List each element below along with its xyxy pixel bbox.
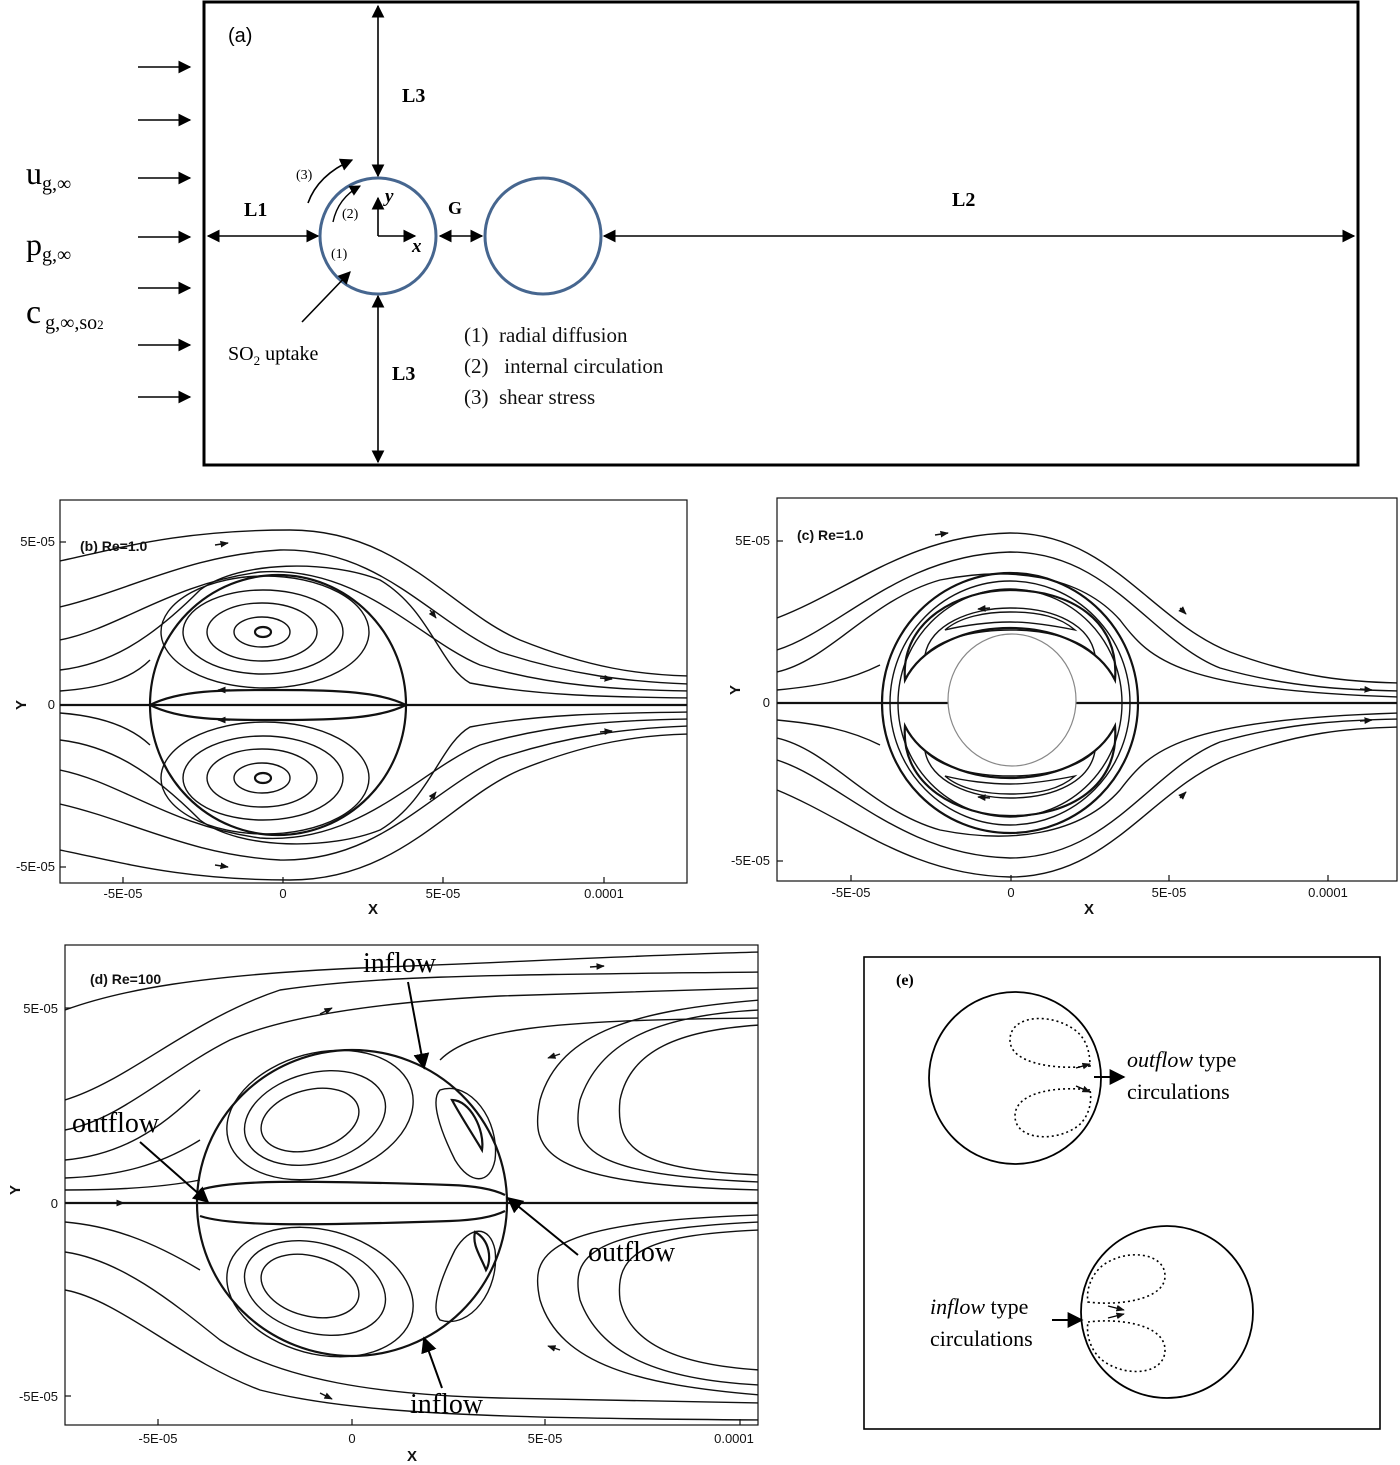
panel-c-xtick: 0.0001 [1308, 885, 1348, 900]
outflow-small-arrow-top [1075, 1062, 1091, 1070]
panel-c-ylabel: Y [727, 685, 744, 695]
axis-y-label: y [383, 186, 394, 207]
panel-b-ytick: 5E-05 [20, 534, 55, 549]
panel-d-streamlines [65, 951, 758, 1421]
panel-c-tag: (c) Re=1.0 [797, 527, 864, 543]
local-axes [371, 196, 417, 243]
inflow-type-label: inflow type [930, 1294, 1028, 1319]
mark-2: (2) [342, 207, 359, 222]
so2-uptake-label: SO2 uptake [228, 343, 319, 368]
inflow-upper-loop [1086, 1254, 1166, 1304]
front-droplet [318, 176, 438, 296]
panel-b-xtick: 0 [279, 886, 286, 901]
panel-b-xtick: 5E-05 [426, 886, 461, 901]
annotation-outflow-left: outflow [72, 1108, 160, 1139]
dimension-arrows [206, 4, 1356, 464]
axis-x-label: x [411, 236, 422, 257]
outflow-circulations-label: circulations [1127, 1079, 1230, 1104]
panel-c: -5E-05 0 5E-05 0.0001 5E-05 0 -5E-05 X Y… [727, 497, 1398, 918]
annotation-inflow-bottom-arrow [421, 1336, 443, 1389]
domain-frame [202, 0, 1360, 467]
panel-d-ytick: 0 [51, 1196, 58, 1211]
panel-d-ytick: -5E-05 [19, 1389, 58, 1404]
panel-e-tag: (e) [896, 972, 914, 989]
panel-d-xtick: 0.0001 [714, 1431, 754, 1446]
panel-b-xlabel: X [368, 901, 378, 918]
panel-b: -5E-05 0 5E-05 0.0001 5E-05 0 -5E-05 X Y… [13, 499, 688, 918]
panel-c-xlabel: X [1084, 901, 1094, 918]
panel-c-ytick: -5E-05 [731, 853, 770, 868]
panel-d-tag: (d) Re=100 [90, 971, 161, 987]
inlet-velocity-label: ug,∞ [26, 155, 71, 195]
circulation-arrow [332, 185, 361, 223]
annotation-inflow-top-arrow [407, 981, 430, 1070]
panel-c-xtick: 0 [1007, 885, 1014, 900]
annotation-outflow-left-arrow [139, 1141, 210, 1204]
annotation-outflow-right: outflow [588, 1237, 676, 1268]
panel-d-xlabel: X [407, 1448, 417, 1465]
panel-b-streamlines [60, 529, 687, 881]
outflow-droplet [928, 991, 1102, 1165]
dim-l1: L1 [244, 199, 267, 221]
legend-shear-stress: (3) shear stress [464, 385, 595, 409]
outflow-lower-loop [1014, 1087, 1092, 1138]
panel-d: -5E-05 0 5E-05 0.0001 5E-05 0 -5E-05 X Y… [7, 944, 759, 1465]
uptake-arrow [301, 271, 351, 323]
panel-b-frame [59, 499, 688, 884]
panel-d-ylabel: Y [7, 1185, 24, 1195]
legend-radial-diffusion: (1) radial diffusion [464, 323, 628, 347]
panel-a-tag: (a) [228, 25, 252, 47]
dim-g: G [448, 198, 462, 218]
legend-internal-circulation: (2) internal circulation [464, 354, 664, 378]
outflow-small-arrow-bottom [1075, 1085, 1091, 1093]
outflow-upper-loop [1009, 1017, 1091, 1069]
panel-b-tag: (b) Re=1.0 [80, 538, 148, 554]
mark-3: (3) [296, 168, 313, 183]
annotation-inflow-top: inflow [363, 948, 437, 979]
panel-d-xtick: -5E-05 [138, 1431, 177, 1446]
panel-e-frame [863, 956, 1381, 1430]
mechanism-legend: (1) radial diffusion (2) internal circul… [464, 323, 664, 409]
inflow-droplet [1080, 1225, 1254, 1399]
inlet-pressure-label: pg,∞ [26, 226, 71, 266]
panel-c-xtick: -5E-05 [831, 885, 870, 900]
panel-b-ticks [60, 541, 605, 883]
panel-b-xtick: -5E-05 [103, 886, 142, 901]
panel-d-ytick: 5E-05 [23, 1001, 58, 1016]
mark-1: (1) [331, 247, 348, 262]
inflow-small-arrow-bottom [1107, 1312, 1125, 1320]
inflow-circulations-label: circulations [930, 1326, 1033, 1351]
dim-l3-bottom: L3 [392, 363, 415, 385]
panel-c-frame [776, 497, 1398, 882]
panel-c-ticks [777, 540, 1329, 881]
rear-droplet [483, 176, 603, 296]
panel-c-streamlines [777, 530, 1397, 878]
shear-arrow [307, 158, 354, 204]
annotation-outflow-right-arrow [506, 1196, 579, 1256]
panel-c-xtick: 5E-05 [1152, 885, 1187, 900]
panel-c-ytick: 5E-05 [735, 533, 770, 548]
annotation-inflow-bottom: inflow [410, 1389, 484, 1420]
panel-d-xtick: 5E-05 [528, 1431, 563, 1446]
panel-b-ylabel: Y [13, 700, 30, 710]
panel-d-ticks [65, 1007, 741, 1425]
panel-e: (e) outflow type circulations inflow typ… [863, 956, 1381, 1430]
inflow-small-arrow-top [1107, 1304, 1125, 1312]
panel-b-ytick: 0 [48, 697, 55, 712]
outflow-type-label: outflow type [1127, 1047, 1236, 1072]
inlet-arrows [138, 60, 192, 404]
dim-l2: L2 [952, 189, 975, 211]
panel-c-ytick: 0 [763, 695, 770, 710]
panel-b-xtick: 0.0001 [584, 886, 624, 901]
panel-b-ytick: -5E-05 [16, 859, 55, 874]
dim-l3-top: L3 [402, 85, 425, 107]
panel-d-frame [64, 944, 759, 1426]
panel-d-xtick: 0 [348, 1431, 355, 1446]
